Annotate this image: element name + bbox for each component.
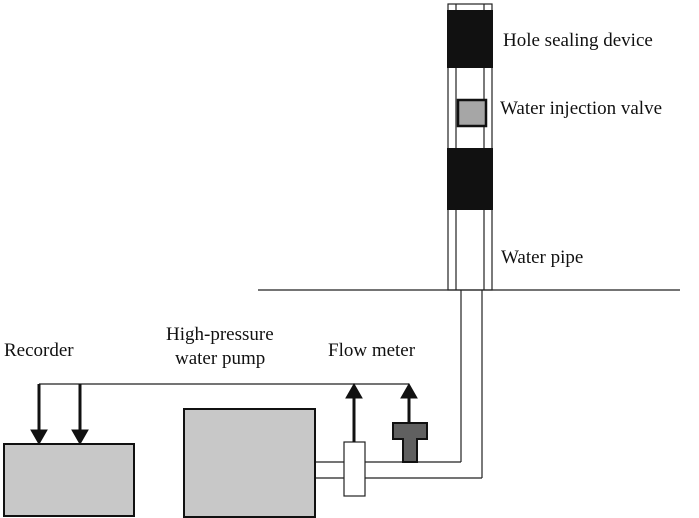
hole-sealing-device-lower <box>447 148 493 210</box>
label-recorder: Recorder <box>4 340 74 361</box>
high-pressure-water-pump-box <box>183 408 316 518</box>
recorder-arrow-right-head <box>71 429 89 446</box>
label-flow-meter: Flow meter <box>328 340 416 361</box>
label-pump-line1: High-pressure <box>166 324 274 345</box>
flow-meter-arrow-head <box>345 382 363 399</box>
water-pipe <box>315 290 483 479</box>
recorder-box <box>3 443 135 517</box>
label-hole-sealing-device: Hole sealing device <box>503 30 653 51</box>
signal-arrows <box>30 382 418 446</box>
pressure-gauge-icon <box>392 422 428 463</box>
water-injection-valve <box>456 98 488 128</box>
label-water-injection-valve: Water injection valve <box>500 98 662 119</box>
hole-sealing-device-upper <box>447 10 493 68</box>
pressure-gauge-arrow-head <box>400 382 418 399</box>
flow-meter <box>343 441 366 497</box>
recorder-arrow-left-head <box>30 429 48 446</box>
label-pump-line2: water pump <box>175 348 265 369</box>
label-water-pipe: Water pipe <box>501 247 583 268</box>
